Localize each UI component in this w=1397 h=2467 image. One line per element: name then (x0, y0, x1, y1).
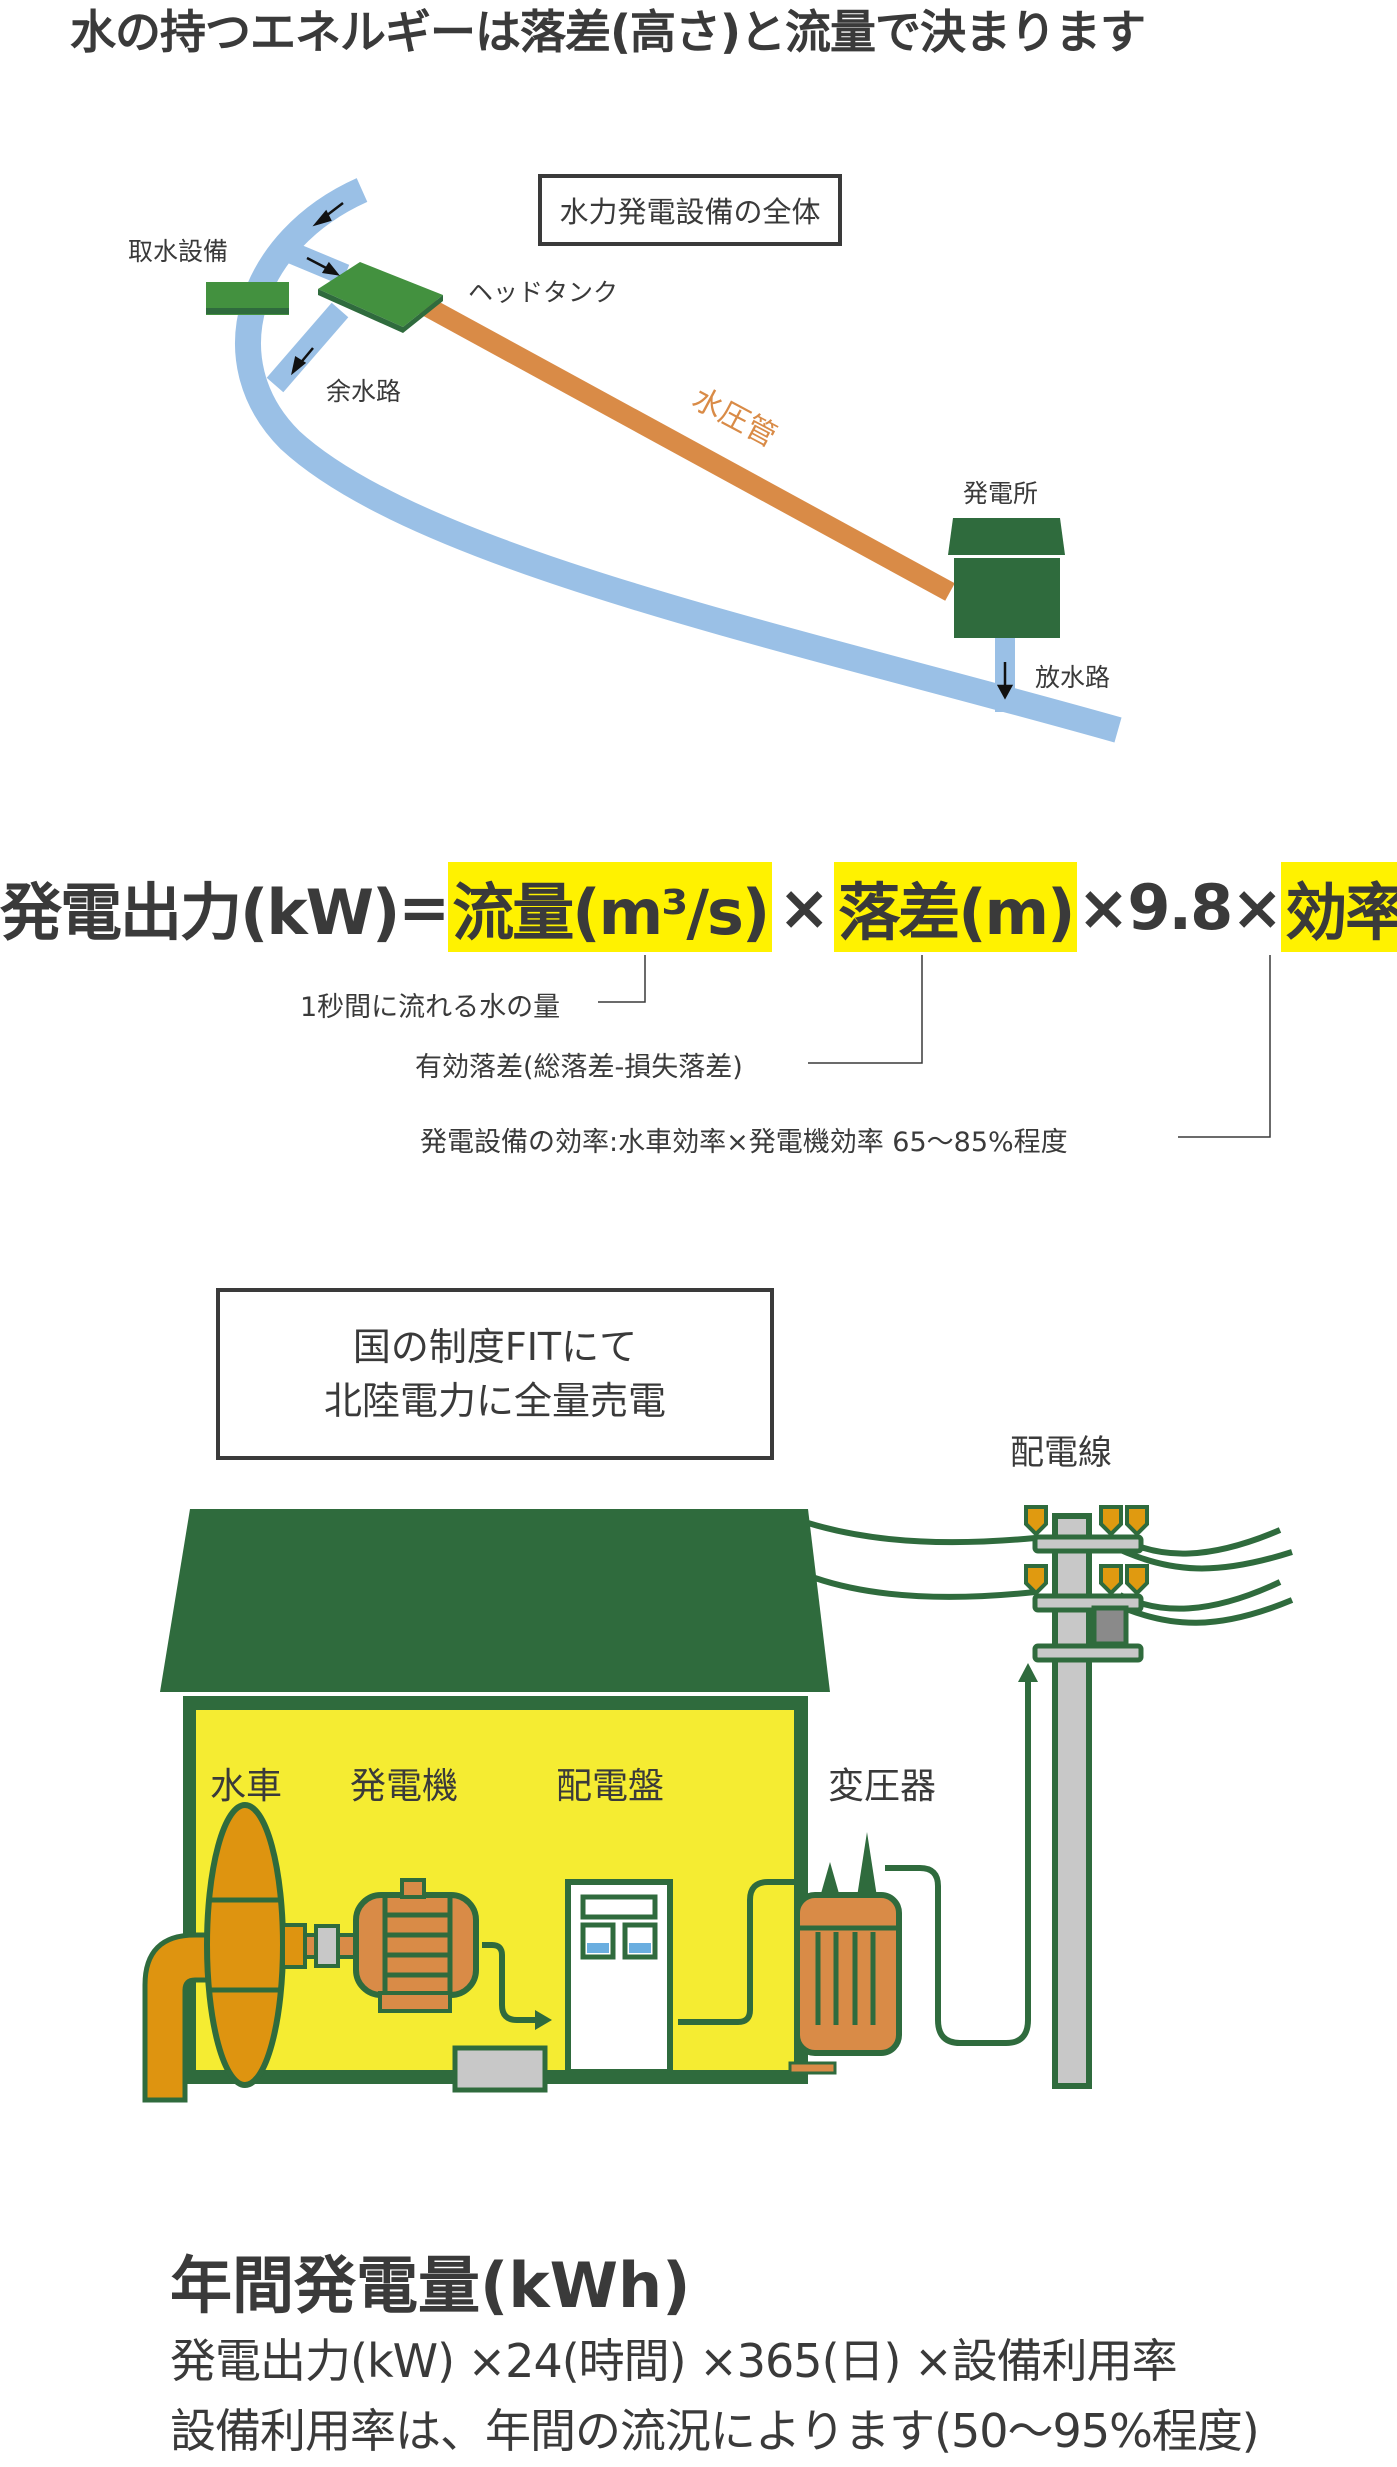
penstock-pipe (410, 291, 955, 601)
intake-label: 取水設備 (128, 237, 229, 266)
facility-interior (196, 1710, 794, 2076)
transformer (794, 1892, 902, 2056)
formula-term-efficiency: 効率 (1281, 862, 1397, 952)
facility-diagram (142, 1505, 1294, 2103)
sales-box: 国の制度FITにて 北陸電力に全量売電 (216, 1288, 774, 1460)
distribution-line-label: 配電線 (1010, 1433, 1112, 1473)
formula-term-flow: 流量(m³/s) (448, 862, 773, 952)
formula-term-head: 落差(m) (834, 862, 1078, 952)
tailrace-label: 放水路 (1035, 663, 1111, 692)
head-tank-label: ヘッドタンク (468, 278, 619, 307)
power-output-formula: 発電出力(kW) = 流量(m³/s) × 落差(m) ×9.8× 効率 (0, 862, 1397, 952)
floor-box (452, 2045, 548, 2093)
facility-roof (160, 1509, 830, 1692)
overview-title-box (538, 174, 842, 246)
formula-lhs: 発電出力(kW) (0, 876, 400, 949)
power-station (954, 558, 1060, 638)
annual-note: 設備利用率は、年間の流況によります(50〜95%程度) (170, 2404, 1260, 2458)
note-efficiency: 発電設備の効率:水車効率×発電機効率 65〜85%程度 (420, 1127, 1068, 1158)
formula-equals: = (398, 870, 450, 944)
annual-formula: 発電出力(kW) ×24(時間) ×365(日) ×設備利用率 (170, 2334, 1178, 2388)
spillway-label: 余水路 (326, 377, 402, 406)
water-turbine (204, 1802, 286, 2088)
generator (353, 1892, 479, 1998)
up-arrow-icon (1018, 1663, 1038, 1682)
spillway-channel (266, 302, 349, 393)
generator-label: 発電機 (350, 1766, 459, 1807)
overview-title: 水力発電設備の全体 (559, 195, 821, 229)
note-flow: 1秒間に流れる水の量 (300, 992, 561, 1023)
power-station-roof (948, 518, 1065, 555)
coupling (314, 1924, 340, 1968)
water-turbine-label: 水車 (210, 1766, 283, 1807)
formula-constant: ×9.8× (1077, 870, 1283, 944)
insulator-icons (1024, 1505, 1149, 1596)
head-tank (318, 262, 443, 327)
flow-arrow-icons (291, 202, 1014, 700)
headline: 水の持つエネルギーは落差(高さ)と流量で決まります (70, 5, 1146, 59)
overview-diagram: 水圧管 (206, 174, 1122, 743)
switchboard-label: 配電盤 (556, 1766, 665, 1807)
annual-title: 年間発電量(kWh) (170, 2249, 691, 2322)
sales-box-line1: 国の制度FITにて (352, 1325, 638, 1369)
transformer-label: 変圧器 (828, 1766, 937, 1807)
note-head: 有効落差(総落差-損失落差) (415, 1052, 743, 1083)
river-channel (235, 178, 1122, 743)
power-station-label: 発電所 (963, 479, 1039, 508)
sales-box-line2: 北陸電力に全量売電 (323, 1379, 666, 1423)
pole-transformer (1091, 1605, 1129, 1647)
formula-times: × (778, 870, 830, 944)
